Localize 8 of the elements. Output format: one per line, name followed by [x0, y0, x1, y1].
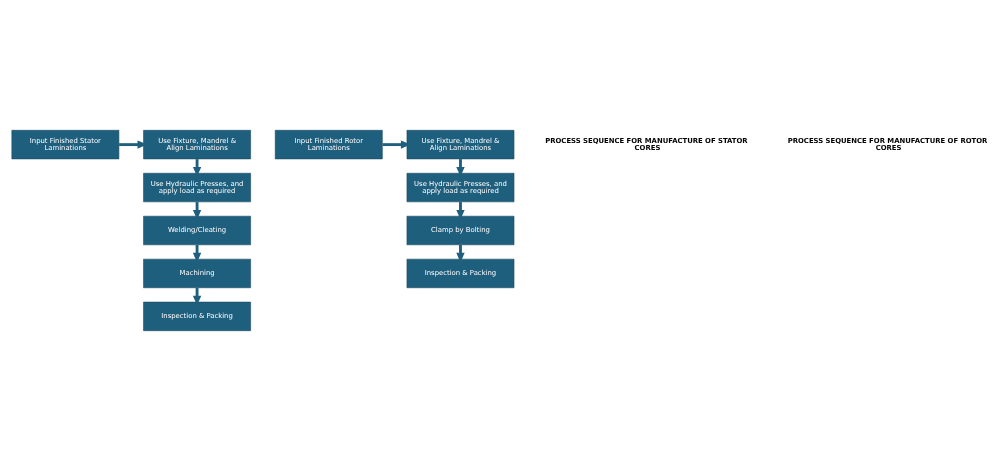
arrow — [456, 202, 465, 220]
arrow — [192, 287, 202, 306]
arrow — [192, 159, 202, 177]
arrow — [382, 140, 411, 149]
arrow — [192, 245, 202, 263]
arrow — [456, 159, 465, 177]
arrow — [192, 202, 202, 220]
arrow — [456, 245, 465, 263]
